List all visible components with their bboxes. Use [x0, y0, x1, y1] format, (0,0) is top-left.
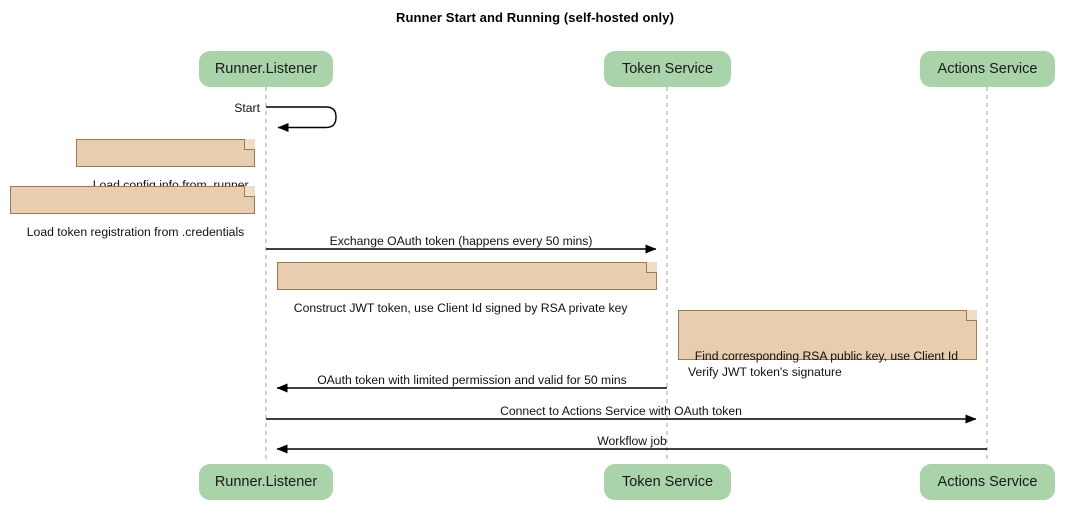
note-load-config: Load config info from .runner	[76, 139, 255, 192]
note-construct-jwt: Construct JWT token, use Client Id signe…	[277, 262, 657, 315]
self-message-label-start: Start	[234, 101, 260, 115]
note-fold-corner-icon	[244, 139, 255, 150]
lifelines	[265, 87, 988, 463]
note-verify-jwt: Find corresponding RSA public key, use C…	[678, 310, 977, 379]
note-construct-jwt-text: Construct JWT token, use Client Id signe…	[293, 301, 628, 315]
note-load-token-registration: Load token registration from .credential…	[10, 186, 255, 239]
participant-token-service-top[interactable]: Token Service	[604, 51, 731, 87]
message-label-workflow-job: Workflow job	[597, 434, 667, 448]
self-message-start-arrow	[266, 106, 337, 132]
message-label-oauth-token-return: OAuth token with limited permission and …	[317, 373, 627, 387]
note-fold-corner-icon	[646, 262, 657, 273]
diagram-title: Runner Start and Running (self-hosted on…	[395, 10, 675, 25]
note-load-token-registration-text: Load token registration from .credential…	[26, 225, 245, 239]
participant-runner-listener-top[interactable]: Runner.Listener	[199, 51, 333, 87]
message-label-exchange-oauth: Exchange OAuth token (happens every 50 m…	[329, 234, 593, 248]
note-fold-corner-icon	[244, 186, 255, 197]
message-label-connect-actions: Connect to Actions Service with OAuth to…	[500, 404, 742, 418]
note-fold-corner-icon	[966, 310, 977, 321]
participant-actions-service-bottom[interactable]: Actions Service	[920, 464, 1055, 500]
participant-actions-service-top[interactable]: Actions Service	[920, 51, 1055, 87]
participant-token-service-bottom[interactable]: Token Service	[604, 464, 731, 500]
note-verify-jwt-text: Find corresponding RSA public key, use C…	[688, 349, 959, 379]
message-arrows	[266, 244, 987, 454]
participant-runner-listener-bottom[interactable]: Runner.Listener	[199, 464, 333, 500]
